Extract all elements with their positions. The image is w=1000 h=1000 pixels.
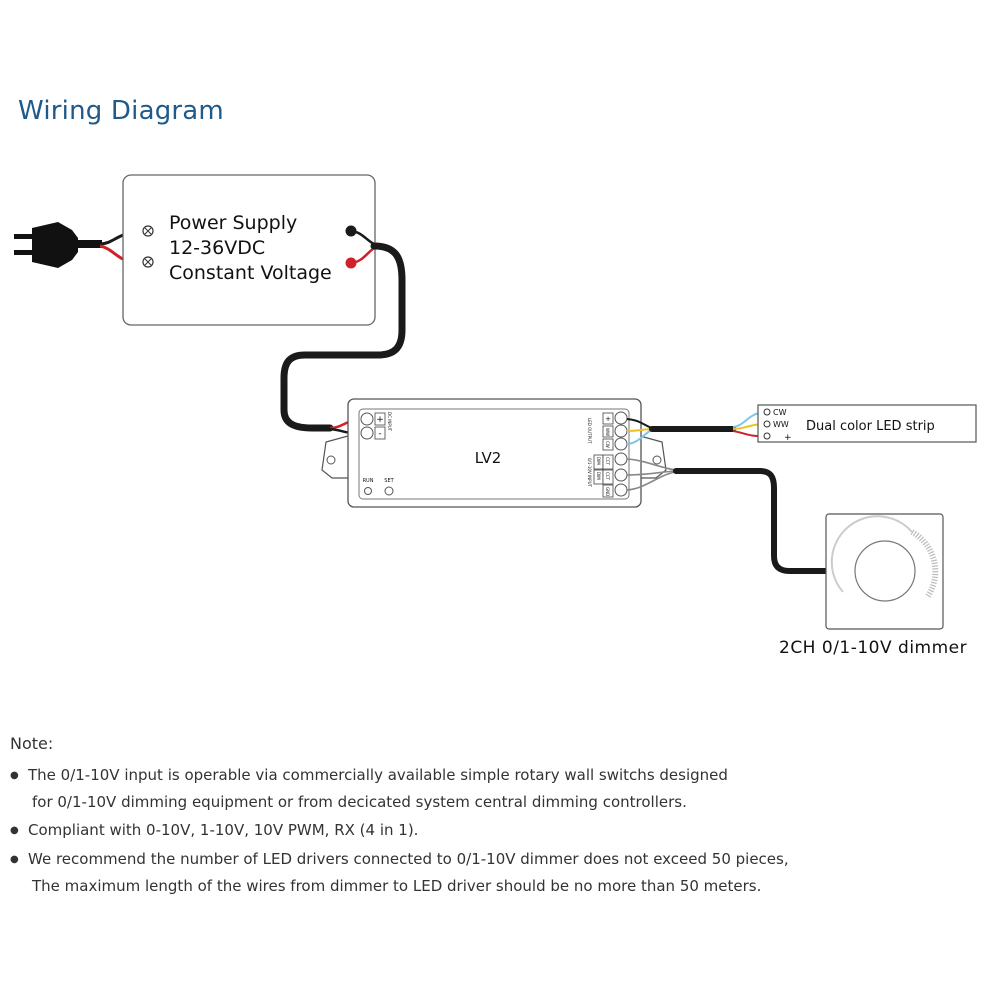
dc-input-label: DC INPUT: [387, 412, 392, 432]
set-label: SET: [384, 478, 394, 484]
led-strip-label: Dual color LED strip: [806, 419, 935, 434]
note-3-line-1: We recommend the number of LED drivers c…: [28, 850, 789, 868]
note-item: ● We recommend the number of LED drivers …: [10, 845, 970, 874]
power-supply-line3: Constant Voltage: [169, 262, 332, 284]
set-button[interactable]: [384, 486, 394, 496]
in-terminal-cct1: CCT: [605, 457, 610, 466]
dim-input-label: 0/1-10V INPUT: [587, 458, 592, 487]
in-terminal-gnd: GND: [605, 487, 610, 496]
power-supply-line2: 12-36VDC: [169, 237, 265, 259]
note-1-line-1: The 0/1-10V input is operable via commer…: [28, 766, 728, 784]
note-item: ● The 0/1-10V input is operable via comme…: [10, 761, 970, 790]
power-supply-box: Power Supply 12-36VDC Constant Voltage: [122, 174, 376, 326]
note-3-line-2: The maximum length of the wires from dim…: [32, 877, 762, 895]
in-terminal-dim1: DIM: [596, 457, 601, 465]
controller-name: LV2: [475, 449, 502, 467]
out-terminal-ww: WW: [605, 428, 610, 436]
led-strip: CW WW + Dual color LED strip: [757, 404, 977, 443]
note-1-line-2: for 0/1-10V dimming equipment or from de…: [32, 793, 687, 811]
power-minus-label: -: [378, 429, 381, 439]
power-plug-icon: [14, 222, 102, 268]
notes-title: Note:: [10, 734, 54, 753]
bullet-icon: ●: [10, 825, 19, 836]
out-terminal-plus: +: [605, 415, 611, 423]
run-label: RUN: [363, 478, 374, 484]
power-plus-label: +: [376, 415, 384, 425]
bullet-icon: ●: [10, 854, 19, 865]
power-supply-line1: Power Supply: [169, 212, 297, 234]
strip-pin-plus: +: [784, 433, 792, 443]
strip-pin-ww: WW: [773, 420, 789, 429]
dimmer-panel: [825, 513, 944, 630]
diagram-title: Wiring Diagram: [18, 96, 224, 126]
note-item: ● Compliant with 0-10V, 1-10V, 10V PWM, R…: [10, 816, 970, 845]
run-indicator: [364, 487, 372, 495]
in-terminal-cct2: CCT: [605, 472, 610, 481]
lv2-controller: + - DC INPUT LV2 RUN SET LED OUTPUT + WW…: [321, 398, 667, 508]
bullet-icon: ●: [10, 770, 19, 781]
in-terminal-dim2: DIM: [596, 472, 601, 480]
note-2-line-1: Compliant with 0-10V, 1-10V, 10V PWM, RX…: [28, 821, 419, 839]
out-terminal-cw: CW: [605, 441, 610, 448]
strip-pin-cw: CW: [773, 408, 787, 417]
dimmer-knob[interactable]: [854, 540, 916, 602]
led-output-label: LED OUTPUT: [587, 418, 592, 444]
notes-section: Note: ● The 0/1-10V input is operable via…: [10, 734, 970, 900]
dimmer-label: 2CH 0/1-10V dimmer: [779, 638, 968, 658]
